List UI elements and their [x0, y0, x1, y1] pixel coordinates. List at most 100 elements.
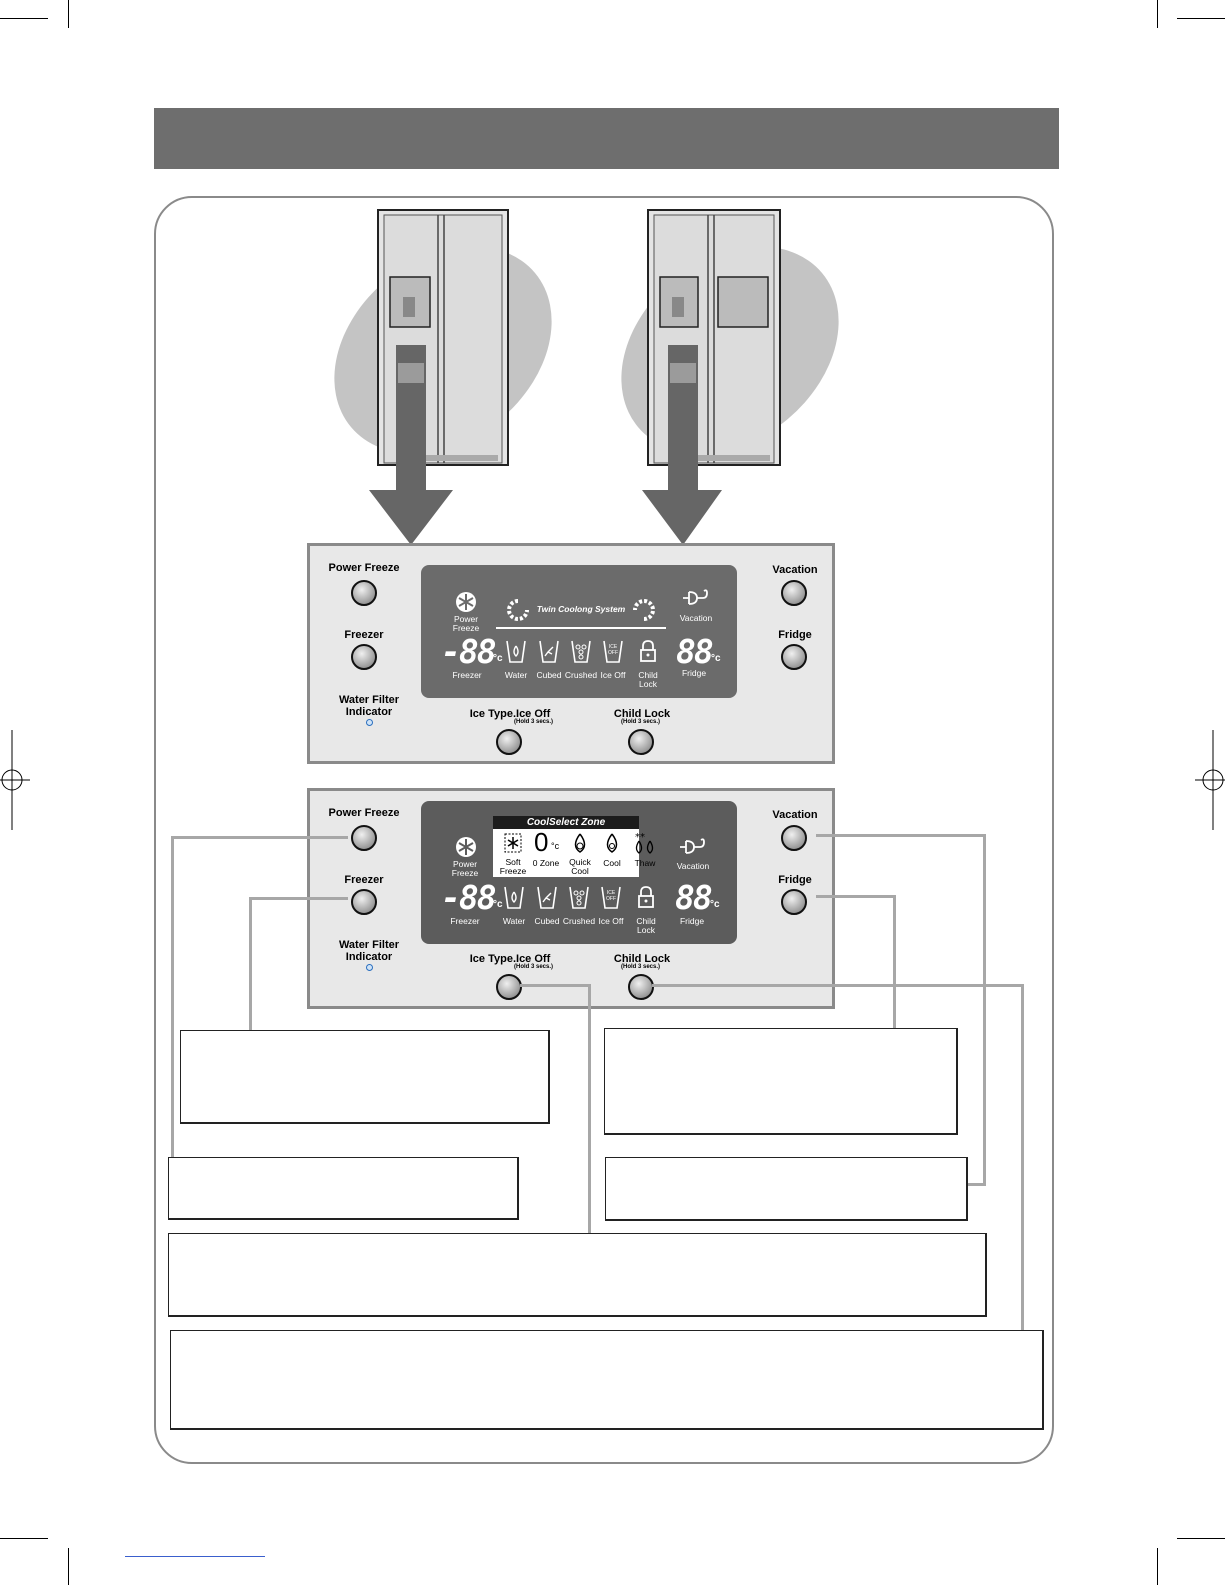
vacation-label: Vacation	[772, 809, 818, 821]
water-icon	[506, 640, 526, 663]
ice-off-badge-line2: OFF	[608, 650, 618, 656]
crop-mark	[125, 1556, 265, 1557]
water-filter-indicator-light	[366, 964, 373, 971]
freezer-display-label: Freezer	[450, 916, 480, 926]
water-filter-label-line2: Indicator	[345, 706, 393, 718]
connector-ice-type	[520, 984, 591, 987]
freezer-button[interactable]	[351, 644, 377, 670]
thaw-icon: **	[635, 832, 654, 854]
fridge-label: Fridge	[778, 629, 812, 641]
child-lock-display-label-line2: Lock	[639, 679, 657, 689]
fridge-description-box	[604, 1028, 958, 1135]
cubed-ice-icon	[537, 886, 557, 909]
power-freeze-icon-label-line2: Freeze	[451, 868, 479, 878]
fridge-label: Fridge	[778, 874, 812, 886]
power-freeze-button[interactable]	[351, 580, 377, 606]
power-freeze-button[interactable]	[351, 825, 377, 851]
freezer-description-box	[180, 1030, 550, 1124]
power-freeze-description-box	[168, 1157, 519, 1220]
child-lock-icon	[638, 886, 654, 908]
ice-type-label: Ice Type.Ice Off	[469, 953, 551, 965]
water-filter-label: Water Filter	[338, 939, 400, 951]
connector-ice-type	[588, 984, 591, 1234]
power-freeze-icon-label: Power	[453, 614, 479, 624]
vacation-plug-icon	[683, 589, 708, 605]
fridge-temperature-unit: °c	[711, 653, 721, 664]
soft-freeze-label: Soft	[505, 857, 521, 867]
registration-mark-left	[0, 730, 30, 830]
connector-freezer	[249, 897, 252, 1031]
lcd-divider	[496, 627, 666, 629]
fridge-illustration-left	[334, 209, 552, 545]
water-filter-indicator-light	[366, 719, 373, 726]
cubed-label: Cubed	[536, 670, 562, 680]
zero-zone-label: 0 Zone	[532, 858, 560, 868]
power-freeze-label: Power Freeze	[328, 807, 400, 819]
zero-zone-unit: °c	[551, 841, 560, 851]
fridge-temperature-digits: 88	[676, 632, 714, 671]
twin-cooling-right-icon	[633, 599, 655, 621]
freezer-temperature-digits: -88	[441, 878, 497, 917]
cool-label: Cool	[603, 858, 621, 868]
fridge-illustration-right	[621, 209, 839, 545]
control-panel-twin-cooling: Power Freeze Freezer Water Filter Indica…	[307, 543, 835, 764]
freezer-temperature-unit: °c	[493, 653, 503, 664]
connector-child-lock	[1021, 984, 1024, 1331]
fridge-temperature-unit: °c	[710, 899, 720, 910]
cool-icon	[606, 833, 618, 853]
crop-mark	[1157, 0, 1158, 28]
crop-mark	[1177, 18, 1225, 19]
fridge-button[interactable]	[781, 644, 807, 670]
connector-freezer	[249, 897, 348, 900]
registration-mark-right	[1195, 730, 1225, 830]
quick-cool-icon	[574, 833, 586, 853]
fridge-display-label: Fridge	[679, 916, 705, 926]
freezer-button[interactable]	[351, 889, 377, 915]
water-filter-label: Water Filter	[338, 694, 400, 706]
child-lock-display-label: Child	[638, 670, 658, 680]
vacation-icon-label: Vacation	[679, 613, 713, 623]
control-panel-coolselect: Power Freeze Freezer Water Filter Indica…	[307, 788, 835, 1009]
power-freeze-icon-label-line2: Freeze	[452, 623, 480, 633]
thaw-label: Thaw	[634, 858, 656, 868]
ice-type-description-box	[168, 1233, 987, 1317]
vacation-description-box	[605, 1157, 968, 1221]
child-lock-button[interactable]	[628, 974, 654, 1000]
power-freeze-icon-label: Power	[452, 859, 478, 869]
connector-vacation	[816, 834, 986, 837]
crushed-label: Crushed	[564, 670, 598, 680]
crushed-ice-icon	[569, 886, 589, 909]
ice-off-badge-line2: OFF	[606, 896, 616, 902]
fridge-display-label: Fridge	[681, 668, 707, 678]
vacation-plug-icon	[680, 838, 705, 854]
freezer-display-label: Freezer	[452, 670, 482, 680]
power-freeze-icon	[456, 592, 476, 612]
crop-mark	[1177, 1538, 1225, 1539]
ice-off-label: Ice Off	[600, 670, 626, 680]
connector-power-freeze	[171, 836, 348, 839]
child-lock-icon	[640, 640, 656, 662]
ice-off-badge: ICE	[606, 890, 616, 896]
ice-type-button[interactable]	[496, 729, 522, 755]
coolselect-zone-title: CoolSelect Zone	[493, 816, 639, 829]
connector-power-freeze	[171, 836, 174, 1158]
display-screen: Power Freeze Twin Coolong System Vacatio…	[421, 565, 737, 698]
crop-mark	[0, 18, 48, 19]
cubed-ice-icon	[539, 640, 559, 663]
ice-off-label: Ice Off	[598, 916, 624, 926]
ice-off-icon	[601, 886, 621, 909]
vacation-button[interactable]	[781, 825, 807, 851]
connector-fridge	[893, 895, 896, 1030]
connector-vacation	[966, 1183, 986, 1186]
water-icon	[504, 886, 524, 909]
ice-type-button[interactable]	[496, 974, 522, 1000]
quick-cool-label: Quick	[569, 857, 591, 867]
child-lock-label: Child Lock	[613, 708, 671, 720]
quick-cool-label-line2: Cool	[571, 866, 589, 876]
child-lock-button[interactable]	[628, 729, 654, 755]
freezer-temperature-digits: -88	[441, 632, 497, 671]
vacation-button[interactable]	[781, 580, 807, 606]
ice-off-icon	[603, 640, 623, 663]
fridge-button[interactable]	[781, 889, 807, 915]
soft-freeze-label-line2: Freeze	[499, 866, 527, 876]
